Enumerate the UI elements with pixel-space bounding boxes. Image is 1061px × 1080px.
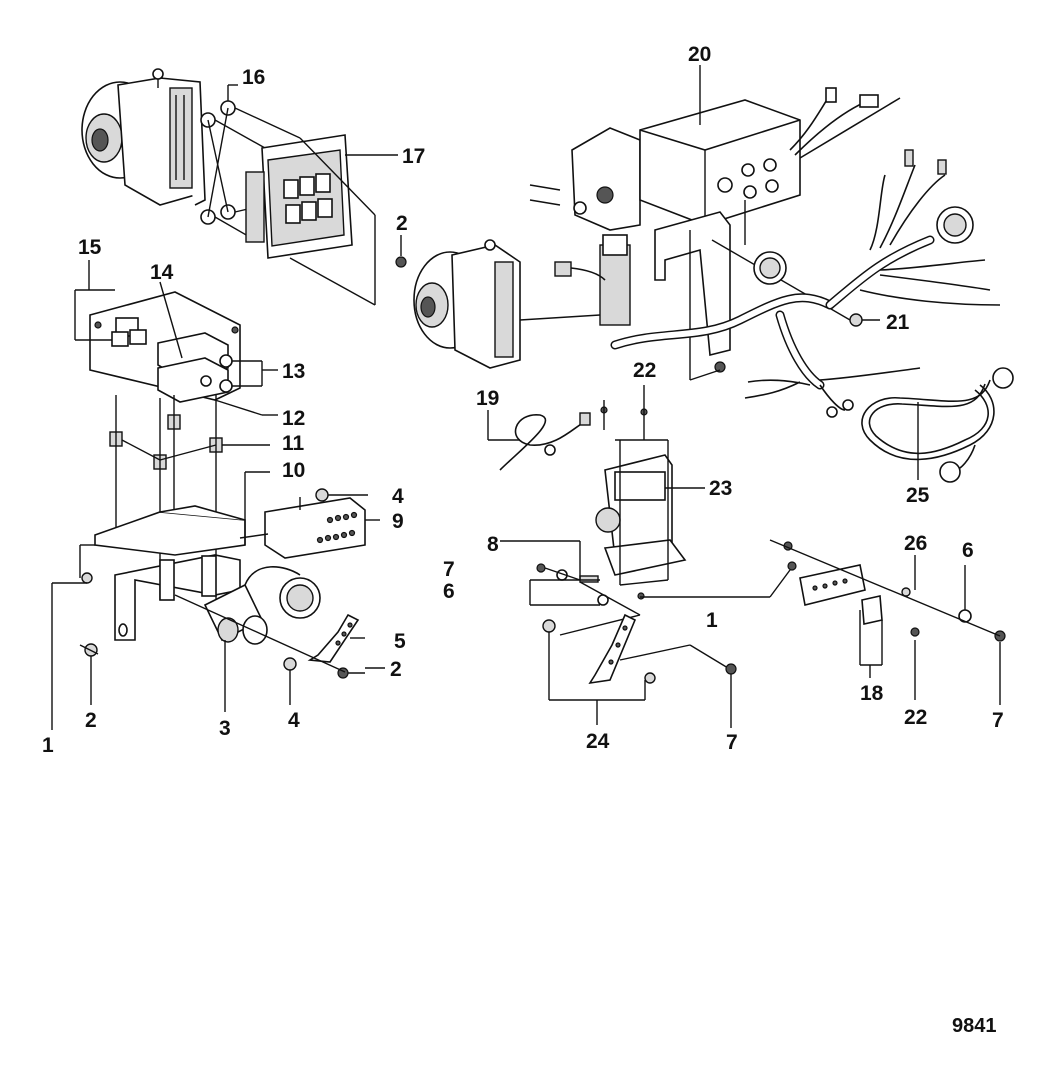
callout-19: 19 bbox=[476, 387, 499, 410]
callout-22-top: 22 bbox=[633, 359, 656, 382]
callout-7-center: 7 bbox=[443, 558, 455, 581]
bracket-and-harness-right bbox=[554, 200, 851, 381]
callout-1-left: 1 bbox=[42, 734, 54, 757]
callout-25: 25 bbox=[906, 484, 930, 507]
callout-22-right: 22 bbox=[904, 706, 927, 729]
alternator-right bbox=[413, 239, 601, 369]
nut-2-top bbox=[395, 235, 407, 268]
callout-1-center: 1 bbox=[706, 609, 718, 632]
callout-7-bottom: 7 bbox=[726, 731, 738, 754]
callout-lines-left bbox=[74, 260, 278, 416]
fasteners-left-bottom bbox=[51, 544, 385, 730]
mounting-bracket-10 bbox=[94, 471, 270, 641]
callout-6-center: 6 bbox=[443, 580, 455, 603]
grommet-16-set bbox=[200, 84, 301, 241]
callout-2-bottom-left: 2 bbox=[85, 709, 97, 732]
callout-16: 16 bbox=[242, 66, 265, 89]
alternator-top-left bbox=[81, 68, 206, 206]
callout-17: 17 bbox=[402, 145, 425, 168]
callout-26: 26 bbox=[904, 532, 927, 555]
screw-21 bbox=[849, 313, 863, 327]
figure-number: 9841 bbox=[952, 1015, 997, 1037]
sensor-19 bbox=[487, 410, 591, 471]
callout-10: 10 bbox=[282, 459, 305, 482]
stud-assy-8-6-7 bbox=[500, 540, 641, 636]
callout-12: 12 bbox=[282, 407, 305, 430]
sensor-3 bbox=[203, 566, 321, 712]
callout-5: 5 bbox=[394, 630, 406, 653]
callout-20: 20 bbox=[688, 43, 711, 66]
engine-block-fragment bbox=[529, 127, 641, 231]
wiring-harness-right bbox=[610, 87, 1001, 418]
callout-labels: 1 1 2 2 2 3 4 4 5 6 6 7 7 7 8 9 10 11 12… bbox=[42, 43, 1004, 757]
control-module-17 bbox=[245, 134, 398, 306]
callout-24: 24 bbox=[586, 730, 610, 753]
callout-14: 14 bbox=[150, 261, 174, 284]
control-box-20 bbox=[639, 65, 801, 226]
spacers-11 bbox=[109, 395, 270, 600]
callout-3: 3 bbox=[219, 717, 231, 740]
terminal-block-18 bbox=[640, 539, 1006, 705]
screw-4-top bbox=[315, 488, 368, 502]
bracket-24 bbox=[542, 613, 737, 728]
callout-7-right: 7 bbox=[992, 709, 1004, 732]
callout-2-bottom-right: 2 bbox=[390, 658, 402, 681]
callout-9: 9 bbox=[392, 510, 404, 533]
callout-2-top: 2 bbox=[396, 212, 408, 235]
callout-21: 21 bbox=[886, 311, 910, 334]
callout-8: 8 bbox=[487, 533, 499, 556]
terminal-strip-9 bbox=[239, 497, 380, 559]
callout-4-bottom: 4 bbox=[288, 709, 300, 732]
callout-13: 13 bbox=[282, 360, 305, 383]
relay-bracket-23 bbox=[595, 385, 705, 600]
solenoid-14 bbox=[157, 332, 233, 403]
callout-11: 11 bbox=[282, 432, 305, 455]
callout-4-top: 4 bbox=[392, 485, 404, 508]
callout-23: 23 bbox=[709, 477, 732, 500]
bracket-5 bbox=[307, 613, 365, 663]
cable-25 bbox=[861, 367, 1014, 483]
callout-15: 15 bbox=[78, 236, 102, 259]
callout-6-right: 6 bbox=[962, 539, 974, 562]
callout-18: 18 bbox=[860, 682, 884, 705]
